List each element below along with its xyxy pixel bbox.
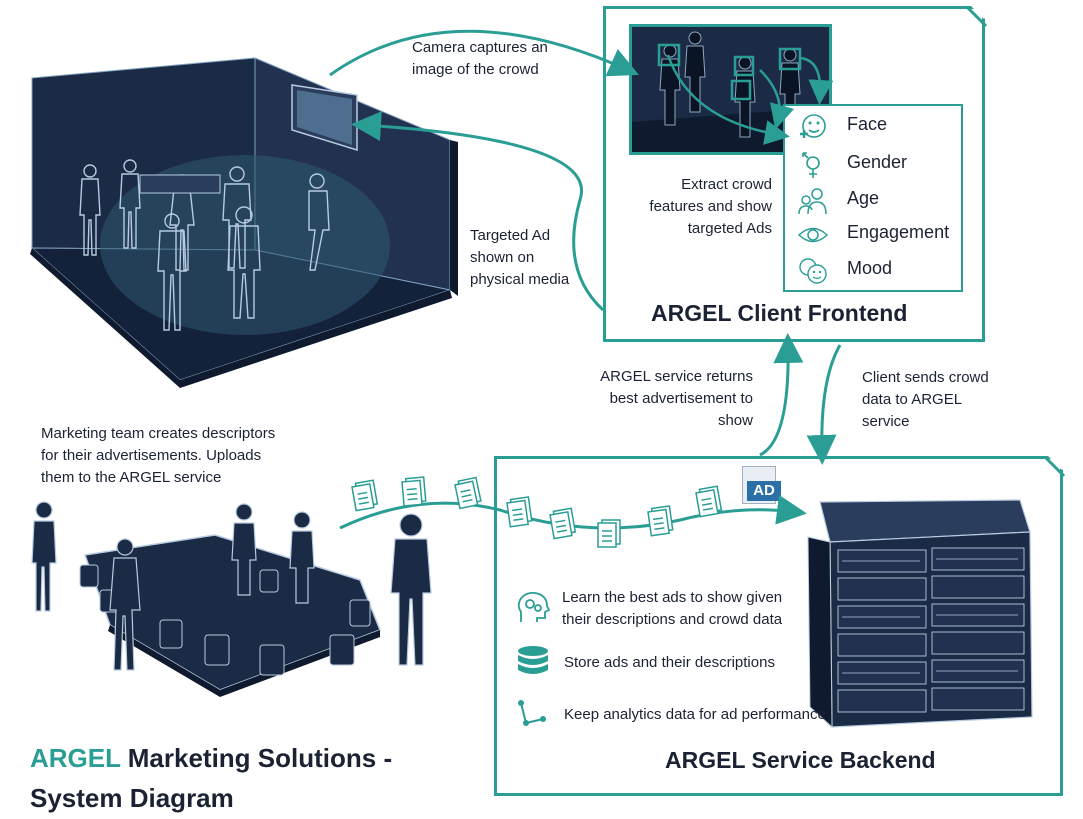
server-rack-illustration <box>807 499 1033 729</box>
feature-label-face: Face <box>847 114 888 134</box>
brand-name: ARGEL <box>30 743 121 773</box>
feature-label-gender: Gender <box>847 152 908 172</box>
backend-store-label: Store ads and their descriptions <box>564 654 775 671</box>
feature-label-engagement: Engagement <box>847 222 950 242</box>
ad-file-icon: AD <box>742 466 781 504</box>
service-returns-arrow <box>759 333 804 457</box>
title-rest: Marketing Solutions - <box>120 743 393 773</box>
eye-icon <box>797 227 829 243</box>
feature-engagement: Engagement <box>785 218 965 252</box>
brain-gears-icon <box>517 591 551 622</box>
backend-title: ARGEL Service Backend <box>665 747 936 773</box>
document-icons <box>351 476 723 548</box>
feature-label-mood: Mood <box>847 258 893 278</box>
service-backend-box <box>494 456 1063 796</box>
targeted-ad-arrow <box>351 111 605 312</box>
feature-face: Face <box>785 110 965 144</box>
face-icon <box>800 114 826 138</box>
diagram-title: ARGEL Marketing Solutions - System Diagr… <box>30 738 392 818</box>
age-icon <box>798 188 827 215</box>
gender-icon <box>802 152 820 178</box>
marketing-team-illustration <box>31 501 432 697</box>
analytics-icon <box>518 700 546 726</box>
feature-age: Age <box>785 184 965 218</box>
feature-mood: Mood <box>785 254 965 288</box>
backend-analytics-label: Keep analytics data for ad performance <box>564 706 826 723</box>
feature-gender: Gender <box>785 148 965 182</box>
frontend-corner-line <box>965 5 988 28</box>
client-sends-arrow <box>806 344 842 465</box>
mood-icon <box>799 258 827 284</box>
database-icon <box>518 646 548 674</box>
ad-badge: AD <box>747 481 781 501</box>
title-line2: System Diagram <box>30 783 234 813</box>
store-room-illustration <box>30 57 458 388</box>
feature-label-age: Age <box>847 188 880 208</box>
camera-capture-arrow <box>329 29 639 77</box>
crowd-features-panel: Face Gender Age Engagement Mood <box>783 104 963 292</box>
frontend-title: ARGEL Client Frontend <box>651 300 908 326</box>
backend-corner-line <box>1043 455 1066 478</box>
